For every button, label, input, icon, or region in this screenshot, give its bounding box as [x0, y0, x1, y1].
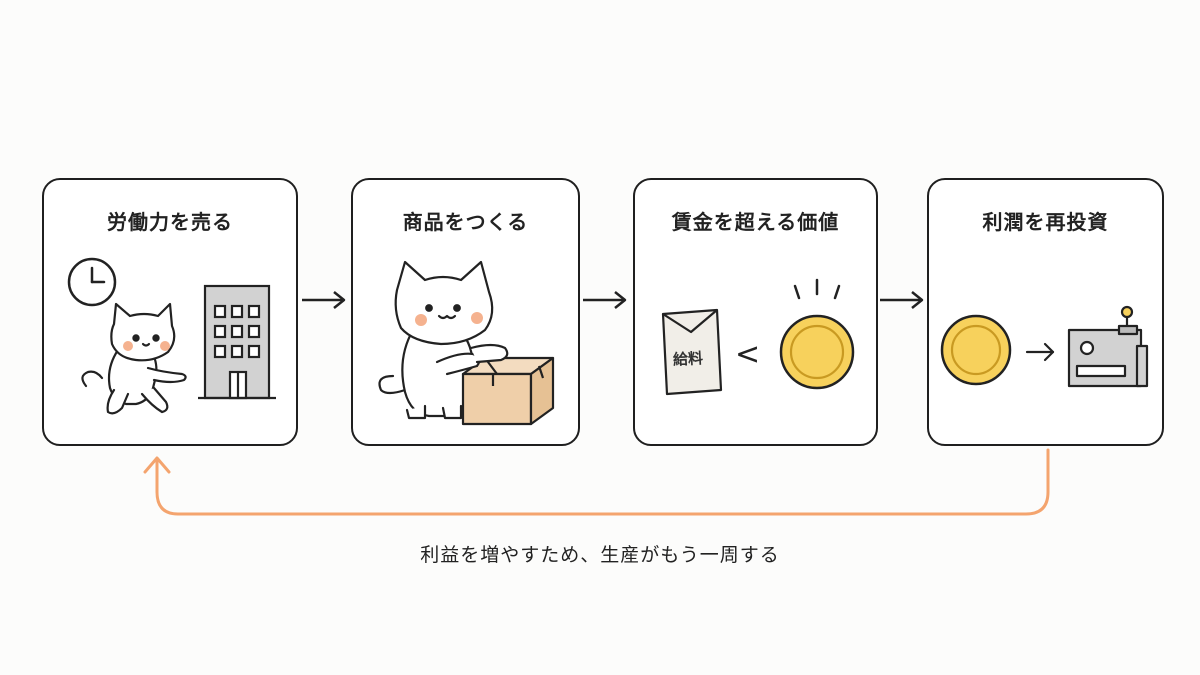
office-building-icon [198, 284, 276, 400]
cat-icon [378, 260, 494, 420]
cat-with-box-illustration [378, 260, 555, 426]
cat-paws [435, 343, 509, 376]
cycle-caption: 利益を増やすため、生産がもう一周する [420, 544, 780, 566]
step-card-reinvest: 利潤を再投資 [927, 178, 1164, 446]
step-title: 利潤を再投資 [982, 210, 1109, 234]
arrow-right-icon [880, 291, 924, 309]
worker-cat-illustration [67, 257, 276, 415]
wage-vs-value-illustration: < [661, 278, 855, 396]
arrow-right-icon [583, 291, 627, 309]
step-card-make-goods: 商品をつくる [351, 178, 580, 446]
step-card-sell-labor: 労働力を売る [42, 178, 298, 446]
arrow-right-icon [302, 291, 346, 309]
cardboard-box-icon [461, 356, 555, 426]
machine-icon [1067, 305, 1149, 388]
gold-coin-icon [940, 314, 1012, 386]
step-title: 労働力を売る [107, 210, 233, 234]
clock-icon [67, 257, 117, 307]
step-title: 商品をつくる [402, 210, 529, 234]
step-title: 賃金を超える価値 [671, 210, 840, 234]
wage-envelope-icon [661, 308, 723, 396]
cat-icon [81, 302, 187, 415]
reinvest-illustration [940, 305, 1149, 388]
step-card-surplus-value: 賃金を超える価値 < 給料 [633, 178, 878, 446]
less-than-symbol: < [735, 337, 760, 372]
gold-coin-icon [779, 278, 855, 390]
arrow-right-icon [1025, 342, 1055, 362]
